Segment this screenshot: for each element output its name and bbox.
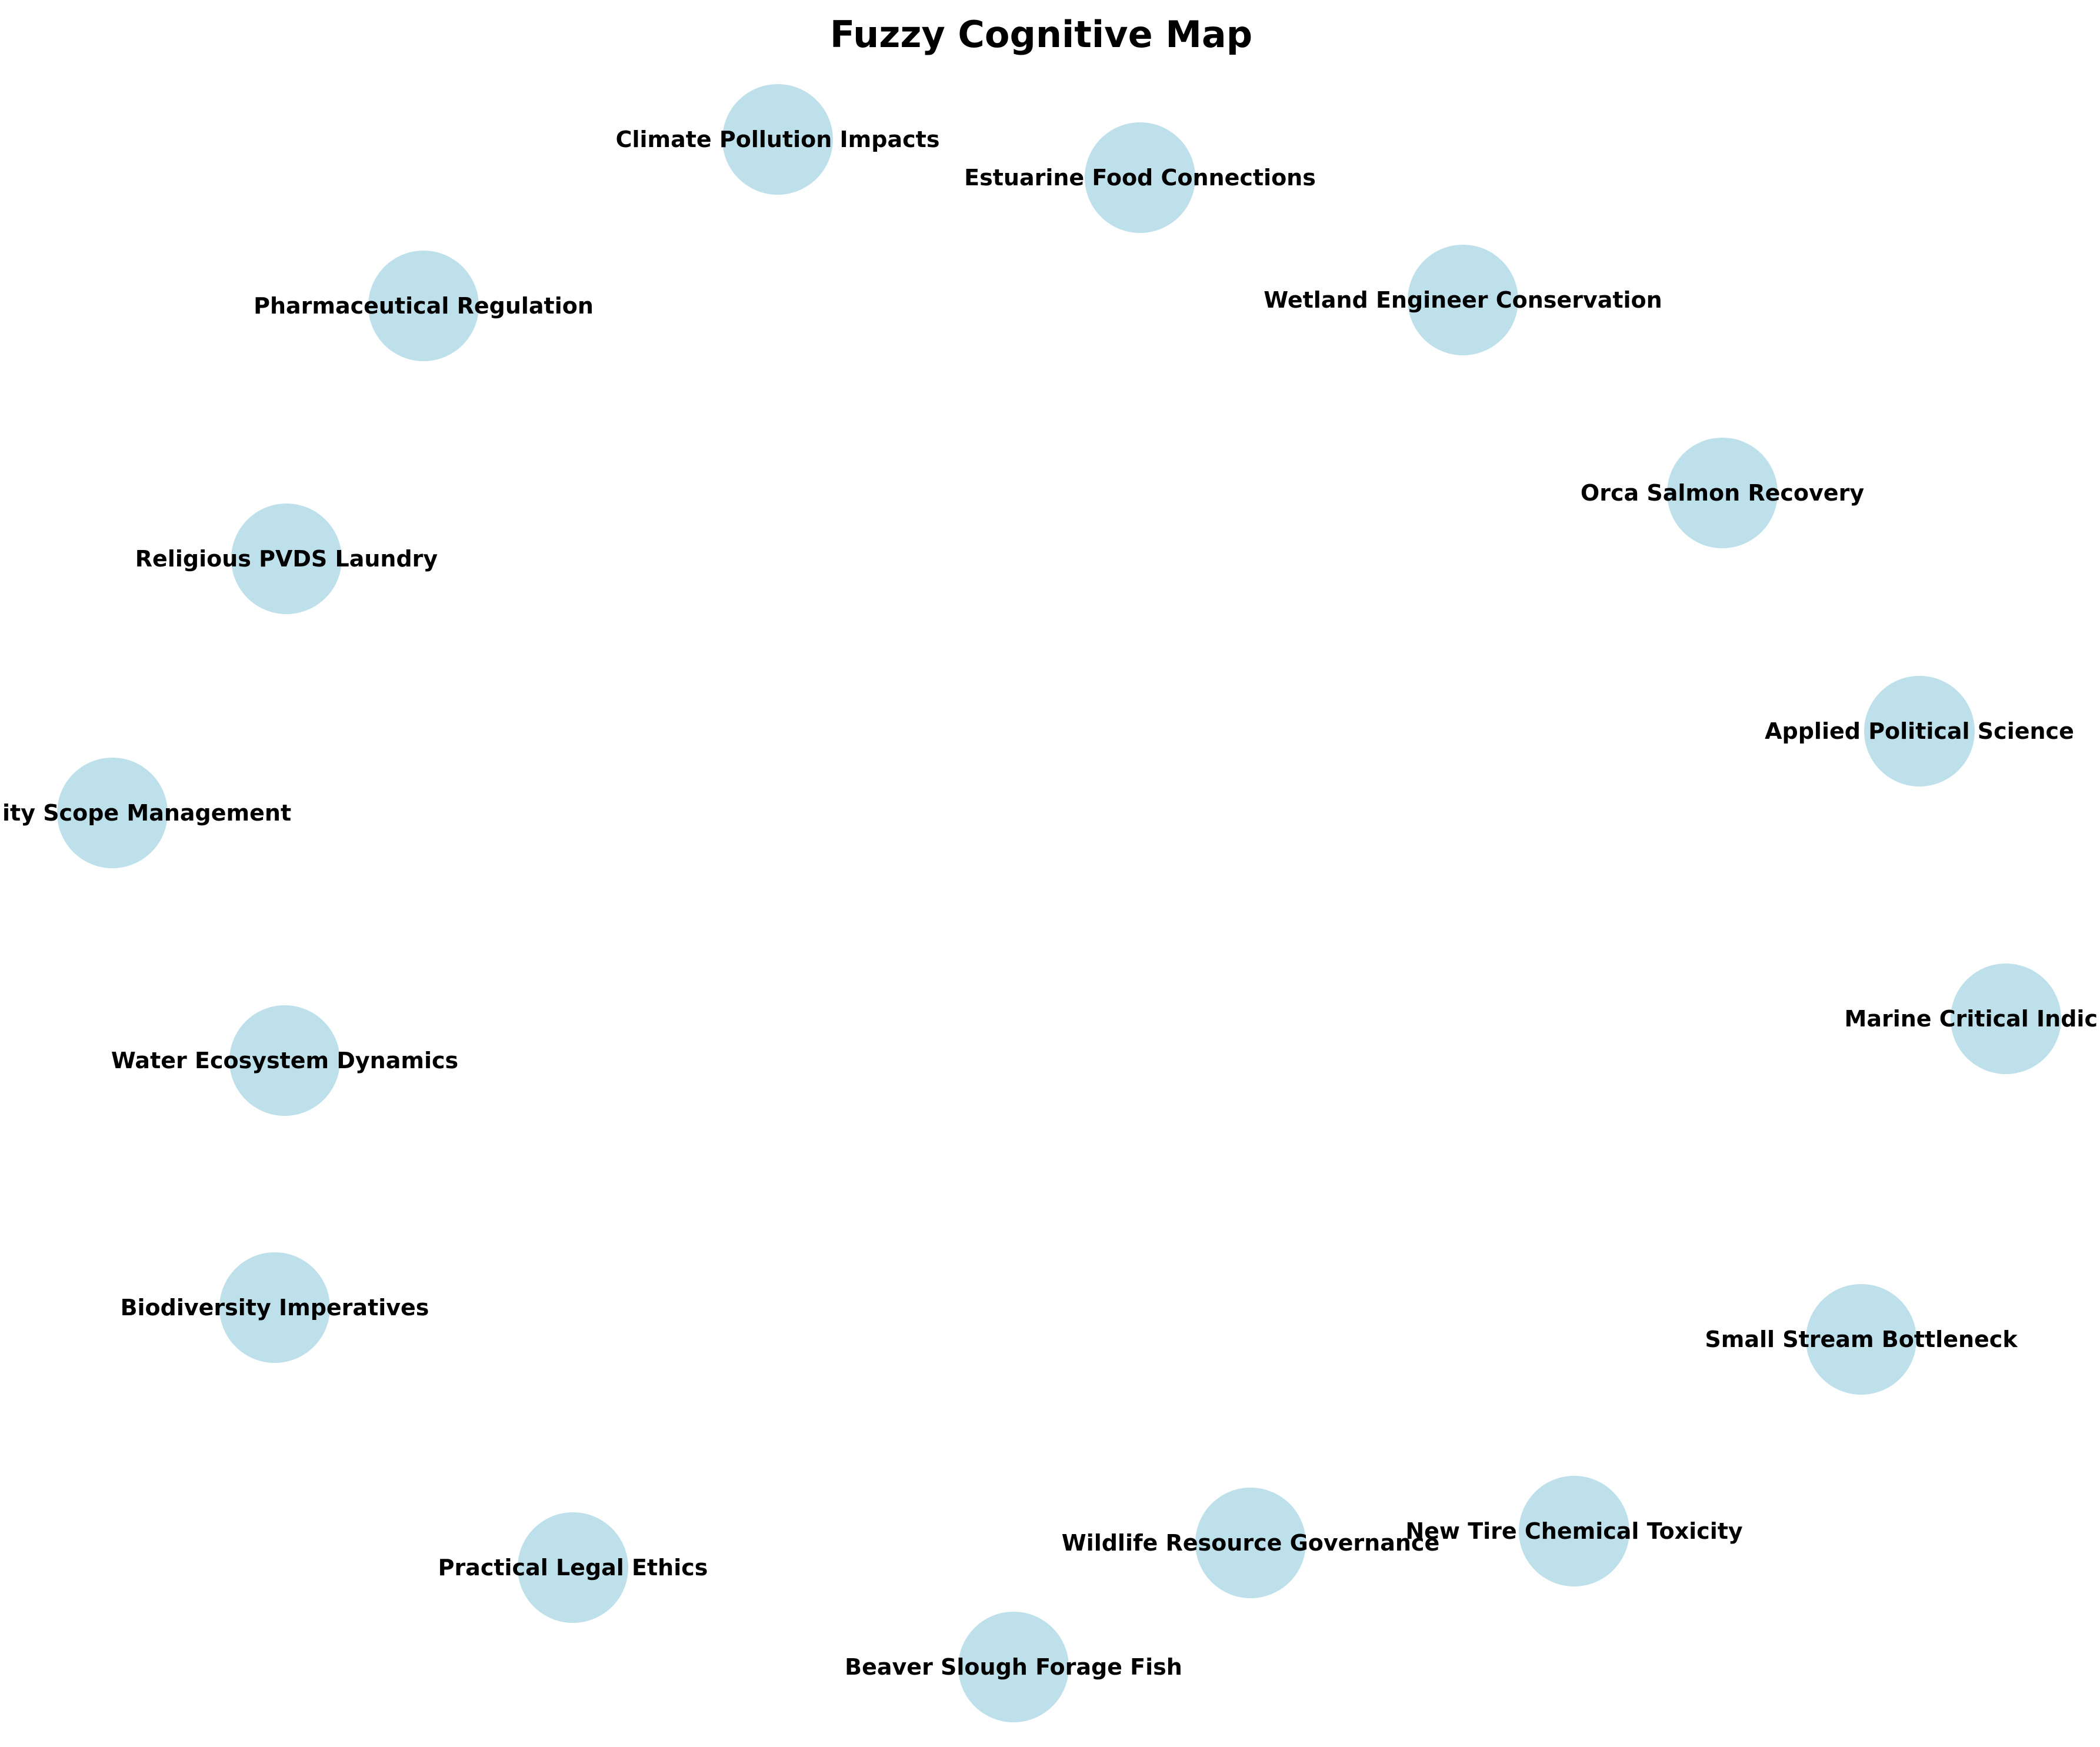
node-label-estuarine-food-connections: Estuarine Food Connections — [964, 165, 1316, 191]
node-orca-salmon-recovery — [1667, 438, 1778, 548]
node-wetland-engineer-conservation — [1408, 245, 1518, 355]
node-practical-legal-ethics — [518, 1512, 628, 1623]
node-label-wetland-engineer-conservation: Wetland Engineer Conservation — [1264, 287, 1662, 313]
nodes-layer — [57, 84, 2061, 1722]
node-pharmaceutical-regulation — [368, 251, 479, 361]
node-label-applied-political-science: Applied Political Science — [1765, 718, 2074, 744]
node-biodiversity-imperatives — [219, 1252, 330, 1363]
node-water-ecosystem-dynamics — [229, 1005, 340, 1116]
node-capacity-scope-management — [57, 758, 168, 868]
node-climate-pollution-impacts — [722, 84, 833, 195]
node-label-water-ecosystem-dynamics: Water Ecosystem Dynamics — [111, 1048, 458, 1073]
node-label-biodiversity-imperatives: Biodiversity Imperatives — [121, 1295, 429, 1321]
node-wildlife-resource-governance — [1195, 1488, 1306, 1598]
node-label-marine-critical-indicators: Marine Critical Indic — [1845, 1006, 2098, 1032]
node-estuarine-food-connections — [1085, 122, 1195, 233]
node-new-tire-chemical-toxicity — [1519, 1476, 1629, 1586]
node-applied-political-science — [1864, 676, 1975, 786]
node-label-beaver-slough-forage-fish: Beaver Slough Forage Fish — [845, 1654, 1182, 1680]
node-label-capacity-scope-management: ity Scope Management — [2, 800, 291, 826]
node-label-climate-pollution-impacts: Climate Pollution Impacts — [616, 126, 940, 152]
node-label-new-tire-chemical-toxicity: New Tire Chemical Toxicity — [1405, 1518, 1743, 1544]
node-religious-pvds-laundry — [231, 504, 342, 614]
diagram-title: Fuzzy Cognitive Map — [830, 13, 1252, 56]
node-marine-critical-indicators — [1951, 963, 2061, 1074]
node-label-pharmaceutical-regulation: Pharmaceutical Regulation — [254, 293, 594, 319]
node-label-religious-pvds-laundry: Religious PVDS Laundry — [135, 546, 438, 572]
node-label-orca-salmon-recovery: Orca Salmon Recovery — [1581, 480, 1864, 506]
node-label-small-stream-bottleneck: Small Stream Bottleneck — [1705, 1326, 2018, 1352]
node-label-wildlife-resource-governance: Wildlife Resource Governance — [1062, 1530, 1439, 1556]
node-small-stream-bottleneck — [1806, 1284, 1916, 1395]
node-beaver-slough-forage-fish — [958, 1612, 1069, 1722]
node-label-practical-legal-ethics: Practical Legal Ethics — [438, 1555, 708, 1581]
